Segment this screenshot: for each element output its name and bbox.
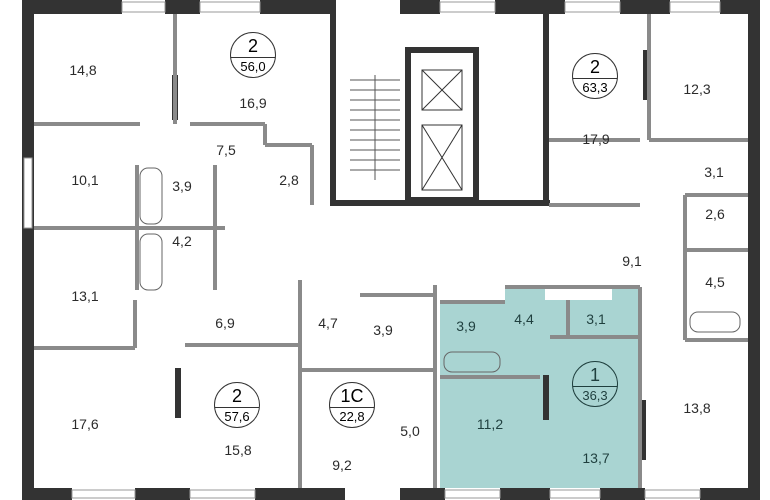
room-area: 2,8 — [279, 172, 299, 188]
apartment-area: 36,3 — [573, 386, 617, 403]
room-area: 3,1 — [586, 311, 606, 327]
room-area: 13,8 — [683, 400, 711, 416]
room-area: 3,9 — [373, 322, 393, 338]
outer-walls — [22, 0, 760, 500]
inner-walls — [34, 14, 748, 488]
apartment-type: 2 — [247, 36, 258, 56]
room-area: 3,1 — [704, 164, 724, 180]
room-area: 9,1 — [622, 253, 642, 269]
room-area: 4,2 — [172, 233, 192, 249]
room-area: 10,1 — [71, 172, 99, 188]
room-area: 3,9 — [456, 318, 476, 334]
bathtubs — [139, 167, 741, 373]
room-area: 12,3 — [683, 81, 711, 97]
apartment-type: 2 — [231, 386, 242, 406]
apartment-area: 63,3 — [573, 78, 617, 95]
room-area: 7,5 — [216, 142, 236, 158]
room-area: 16,9 — [239, 95, 267, 111]
apartment-area: 22,8 — [330, 407, 374, 424]
room-area: 14,8 — [69, 62, 97, 78]
room-area: 4,7 — [318, 315, 338, 331]
room-area: 13,1 — [71, 288, 99, 304]
room-area: 9,2 — [332, 457, 352, 473]
apartment-type: 1 — [589, 365, 600, 385]
room-area: 4,5 — [705, 274, 725, 290]
apartment-type: 2 — [589, 57, 600, 77]
apartment-type: 1С — [340, 386, 364, 406]
room-area: 6,9 — [215, 315, 235, 331]
room-area: 17,9 — [582, 131, 610, 147]
room-area: 4,4 — [514, 311, 534, 327]
room-area: 17,6 — [71, 416, 99, 432]
staircase — [350, 75, 400, 180]
room-area: 2,6 — [705, 206, 725, 222]
windows — [23, 1, 721, 499]
room-area: 3,9 — [172, 178, 192, 194]
room-area: 13,7 — [582, 450, 610, 466]
apartment-area: 56,0 — [231, 57, 275, 74]
room-area: 15,8 — [224, 442, 252, 458]
apartment-area: 57,6 — [215, 407, 259, 424]
elevator-shafts — [405, 47, 479, 203]
room-area: 11,2 — [476, 416, 504, 432]
room-area: 5,0 — [400, 423, 420, 439]
